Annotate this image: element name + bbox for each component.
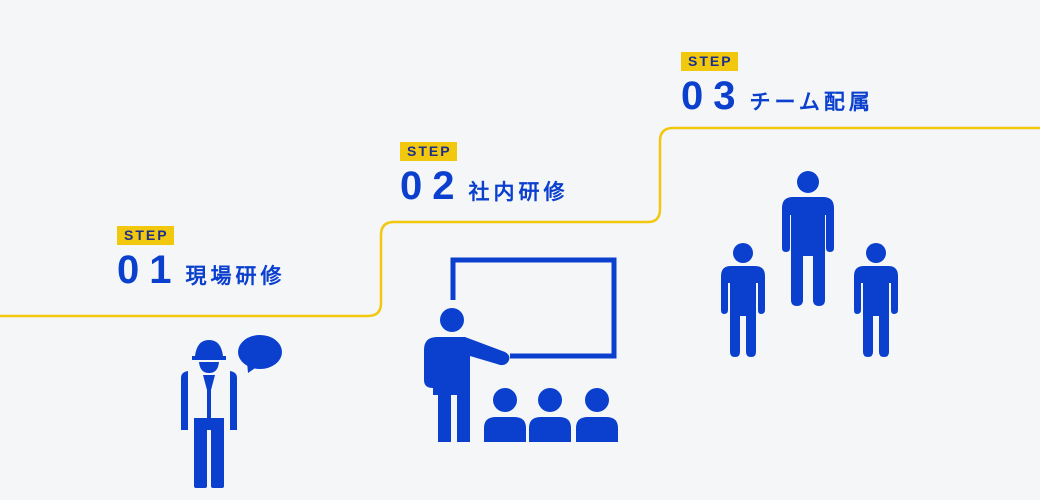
step-2-title: 社内研修 xyxy=(468,180,569,204)
step-3-badge: STEP xyxy=(681,52,738,71)
step-1-heading: 01 現場研修 xyxy=(117,248,286,293)
person-icon xyxy=(782,171,834,306)
step-3-number: 03 xyxy=(681,74,746,118)
step-2-number: 02 xyxy=(400,164,465,208)
step-1-title: 現場研修 xyxy=(185,264,286,288)
step-2-badge: STEP xyxy=(400,142,457,161)
step-2-heading: 02 社内研修 xyxy=(400,164,569,209)
step-3-title: チーム配属 xyxy=(749,90,874,114)
person-icon xyxy=(721,243,765,357)
person-icon xyxy=(854,243,898,357)
step-1-number: 01 xyxy=(117,248,182,292)
step-3-heading: 03 チーム配属 xyxy=(681,74,874,119)
step-1-badge: STEP xyxy=(117,226,174,245)
